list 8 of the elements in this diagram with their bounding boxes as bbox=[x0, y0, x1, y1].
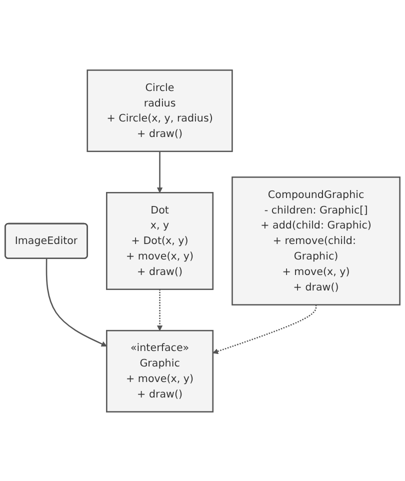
arrow bbox=[156, 150, 163, 192]
node-box: Circle radius + Circle(x, y, radius) + draw() bbox=[86, 69, 233, 152]
arrow bbox=[212, 304, 317, 354]
node-box: CompoundGraphic - children: Graphic[] + add(child: Graphic) + remove(child: Graphic) + move(x, y) + draw() bbox=[232, 176, 400, 305]
node-box: «interface» Graphic + move(x, y) + draw() bbox=[106, 329, 214, 412]
arrow bbox=[46, 258, 107, 346]
node-box: Dot x, y + Dot(x, y) + move(x, y) + draw() bbox=[106, 192, 214, 290]
arrow bbox=[156, 288, 163, 330]
